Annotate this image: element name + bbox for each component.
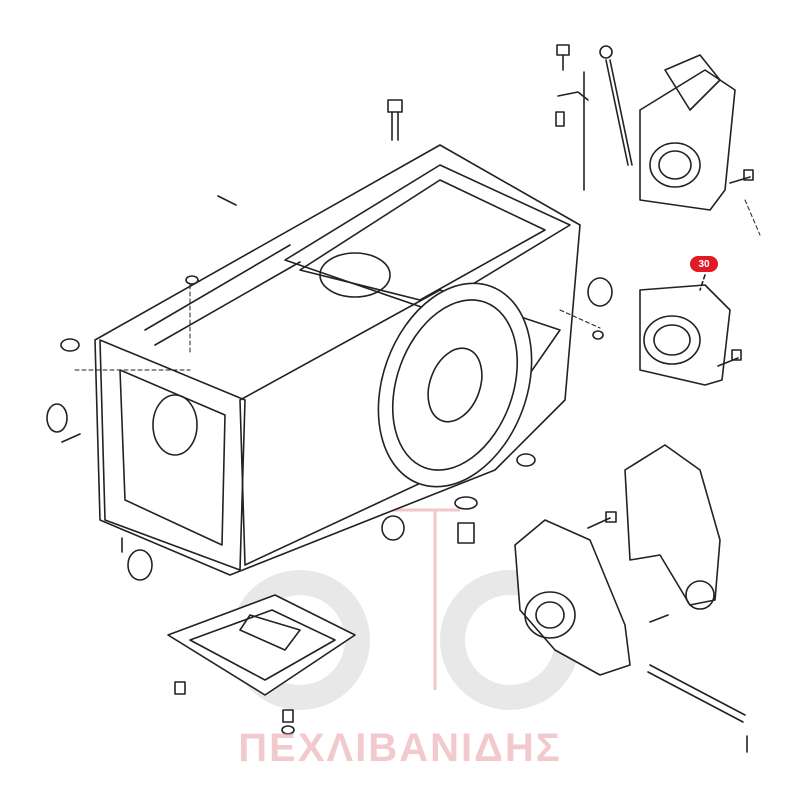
hydraulic-lift-bracket-left [624,444,721,610]
bolt-icon [387,99,403,141]
o-ring [454,496,478,510]
bearing-housing-flange [639,284,731,386]
seal-ring [381,515,405,541]
plug-icon [60,338,80,352]
bolt-icon [729,169,754,184]
bolt-icon [717,349,742,367]
filler-rod [555,44,589,191]
bolt-icon [281,709,295,735]
bolt-icon [587,511,617,529]
o-ring [185,275,199,285]
o-ring [127,549,153,581]
dowel-pin [217,195,237,206]
hydraulic-lift-bracket-right [639,54,736,211]
dowel-pin [61,433,81,443]
bolt-icon [649,614,669,623]
callout-badge: 30 [690,256,718,272]
rear-axle-housing [94,144,581,576]
o-ring [516,453,536,467]
lift-bracket-lower [514,519,631,676]
o-ring [46,403,68,433]
drain-plug-icon [457,522,475,544]
watermark-text: ΠΕΧΛΙΒΑΝΙΔΗΣ [238,726,562,770]
dipstick [599,45,633,166]
bottom-cover-plate [167,594,356,696]
bolt-icon [174,681,186,695]
o-ring [592,330,604,340]
lift-arm-shaft [647,664,746,723]
seal-ring [587,277,613,307]
